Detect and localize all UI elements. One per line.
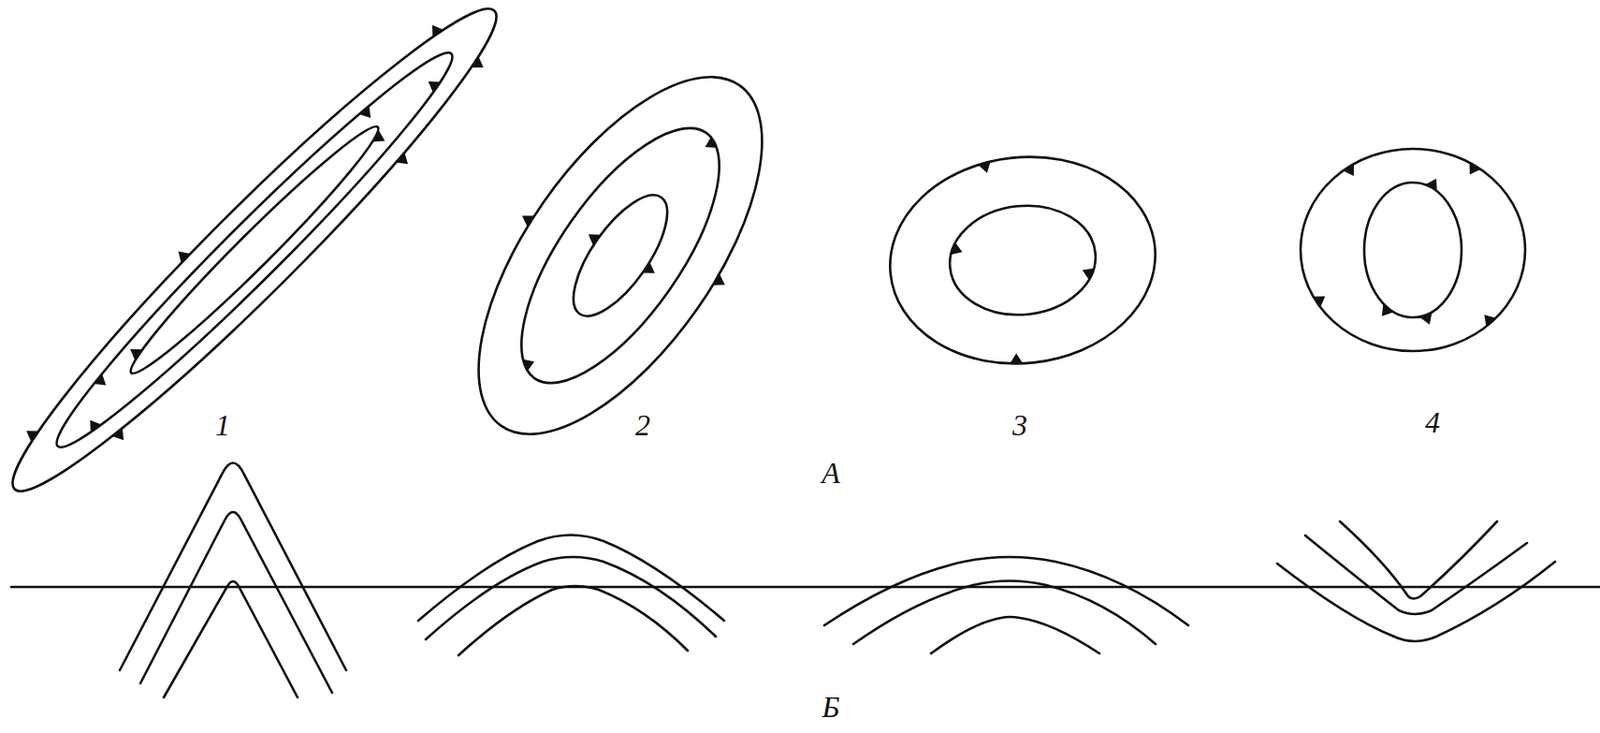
syncline-section xyxy=(1277,521,1556,641)
dip-tick xyxy=(428,81,441,93)
dip-tick xyxy=(93,373,106,385)
fold-type-number: 2 xyxy=(635,409,651,440)
dip-tick xyxy=(1483,314,1497,327)
dip-tick xyxy=(1381,304,1394,317)
dome-map xyxy=(879,144,1165,377)
dip-tick xyxy=(1469,162,1482,175)
dip-tick xyxy=(642,261,655,274)
dip-tick xyxy=(26,430,39,442)
dip-tick xyxy=(977,160,990,173)
dip-tick xyxy=(471,56,484,68)
dip-tick xyxy=(1082,268,1095,281)
dip-tick xyxy=(1425,178,1438,191)
dip-tick xyxy=(588,233,601,246)
fold-type-number: 1 xyxy=(215,409,231,440)
dip-tick xyxy=(1009,352,1023,364)
dip-tick-marks xyxy=(26,25,1497,443)
dip-tick xyxy=(1312,296,1325,308)
fold-type-number: 4 xyxy=(1425,407,1440,437)
brachy-fold-map xyxy=(424,31,816,480)
dip-tick xyxy=(395,152,408,164)
dip-tick xyxy=(359,105,371,118)
fold-type-number: 3 xyxy=(1012,409,1028,440)
dome-section xyxy=(824,556,1189,654)
dip-tick xyxy=(178,251,191,264)
linear-fold-map xyxy=(0,0,525,520)
dip-tick xyxy=(950,242,963,255)
dip-tick xyxy=(89,420,102,433)
part-letter: Б xyxy=(822,691,841,722)
dip-tick xyxy=(112,427,124,440)
dip-tick xyxy=(1419,312,1432,325)
dip-tick xyxy=(522,215,535,227)
dip-tick xyxy=(712,274,726,286)
brachy-fold-section xyxy=(418,535,725,656)
dip-tick xyxy=(522,359,535,372)
dip-tick xyxy=(372,130,385,142)
dip-tick xyxy=(432,25,444,38)
isometric-fold-map xyxy=(1300,148,1526,351)
dip-tick xyxy=(705,136,718,148)
dip-tick xyxy=(1342,163,1354,176)
linear-fold-section xyxy=(119,463,347,699)
dip-tick xyxy=(130,349,143,361)
ground-surface-line xyxy=(11,585,1600,589)
part-letter: A xyxy=(821,457,841,488)
